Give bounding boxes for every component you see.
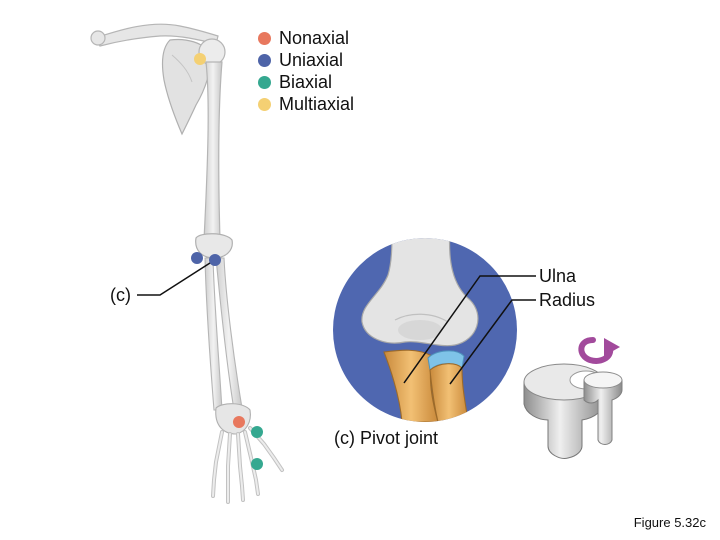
- legend-label: Nonaxial: [279, 27, 350, 48]
- pivot-joint-closeup: [333, 238, 517, 422]
- legend-label: Biaxial: [279, 71, 333, 92]
- legend-item-nonaxial: Nonaxial: [258, 27, 354, 49]
- pivot-model: [523, 363, 623, 459]
- radius-leader-line: [449, 299, 536, 385]
- multiaxial-shoulder-marker: [194, 53, 206, 65]
- arm-callout-label: (c): [110, 285, 131, 305]
- uniaxial-dot: [258, 53, 271, 67]
- joint-type-legend: Nonaxial Uniaxial Biaxial Multiaxial: [258, 27, 354, 115]
- nonaxial-wrist-marker: [233, 416, 245, 428]
- ulna-label: Ulna: [539, 266, 577, 286]
- legend-item-multiaxial: Multiaxial: [258, 93, 354, 115]
- uniaxial-elbow-marker-left: [191, 252, 203, 264]
- legend-label: Multiaxial: [279, 93, 355, 114]
- nonaxial-dot: [258, 31, 271, 45]
- biaxial-wrist-marker: [251, 426, 263, 438]
- figure-number: Figure 5.32c: [633, 515, 706, 530]
- radius-label: Radius: [539, 290, 596, 310]
- legend-label: Uniaxial: [279, 49, 344, 70]
- multiaxial-dot: [258, 97, 271, 111]
- rotation-arrow-icon: [578, 337, 620, 364]
- biaxial-dot: [258, 75, 271, 89]
- legend-item-biaxial: Biaxial: [258, 71, 354, 93]
- legend-item-uniaxial: Uniaxial: [258, 49, 354, 71]
- ulna-leader-line: [403, 275, 536, 384]
- figure-caption: (c) Pivot joint: [334, 428, 439, 448]
- uniaxial-elbow-marker-right: [209, 254, 221, 266]
- arm-skeleton: [90, 23, 284, 504]
- arm-callout-line: [137, 262, 211, 296]
- biaxial-thumb-marker: [251, 458, 263, 470]
